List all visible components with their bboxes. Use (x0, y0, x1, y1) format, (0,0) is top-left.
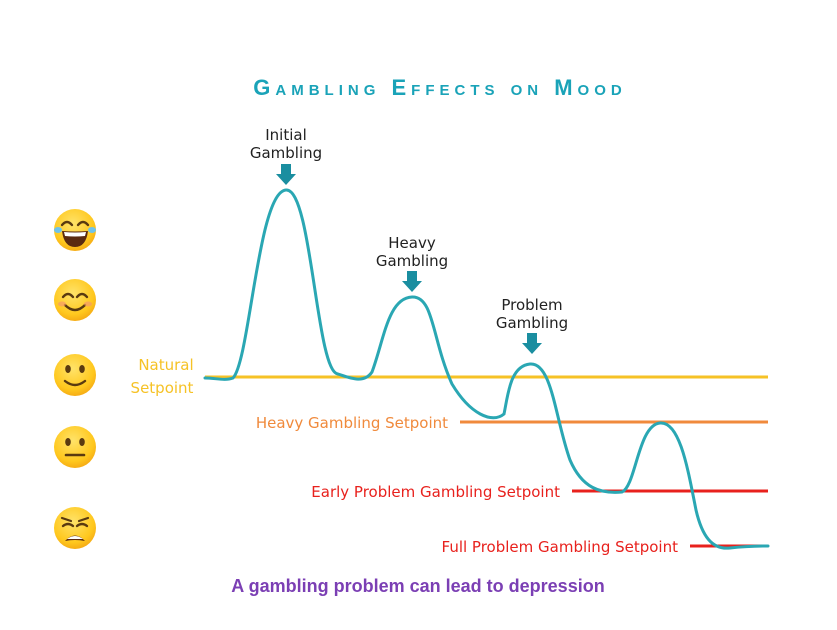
callout-problem-line2: Gambling (496, 314, 568, 332)
smiling-face-icon (54, 279, 96, 321)
callout-initial-gambling: Initial Gambling (250, 126, 322, 185)
diagram-title: Gambling Effects on Mood (253, 75, 626, 100)
down-arrow-icon (402, 271, 422, 292)
slight-smile-face-icon (54, 354, 96, 396)
down-arrow-icon (276, 164, 296, 185)
callout-problem-line1: Problem (501, 296, 562, 314)
natural-setpoint-label-line2: Setpoint (131, 379, 194, 397)
laughing-face-icon (54, 209, 96, 251)
full-problem-setpoint-label: Full Problem Gambling Setpoint (442, 538, 679, 556)
weary-face-icon (54, 507, 96, 549)
callout-heavy-line1: Heavy (388, 234, 436, 252)
callout-initial-line1: Initial (265, 126, 307, 144)
down-arrow-icon (522, 333, 542, 354)
callout-heavy-line2: Gambling (376, 252, 448, 270)
callout-initial-line2: Gambling (250, 144, 322, 162)
neutral-face-icon (54, 426, 96, 468)
heavy-setpoint-label: Heavy Gambling Setpoint (256, 414, 448, 432)
caption: A gambling problem can lead to depressio… (231, 576, 604, 596)
callout-heavy-gambling: Heavy Gambling (376, 234, 448, 292)
mood-curve (203, 188, 770, 550)
early-problem-setpoint-label: Early Problem Gambling Setpoint (311, 483, 560, 501)
natural-setpoint-label-line1: Natural (138, 356, 193, 374)
callout-problem-gambling: Problem Gambling (496, 296, 568, 354)
